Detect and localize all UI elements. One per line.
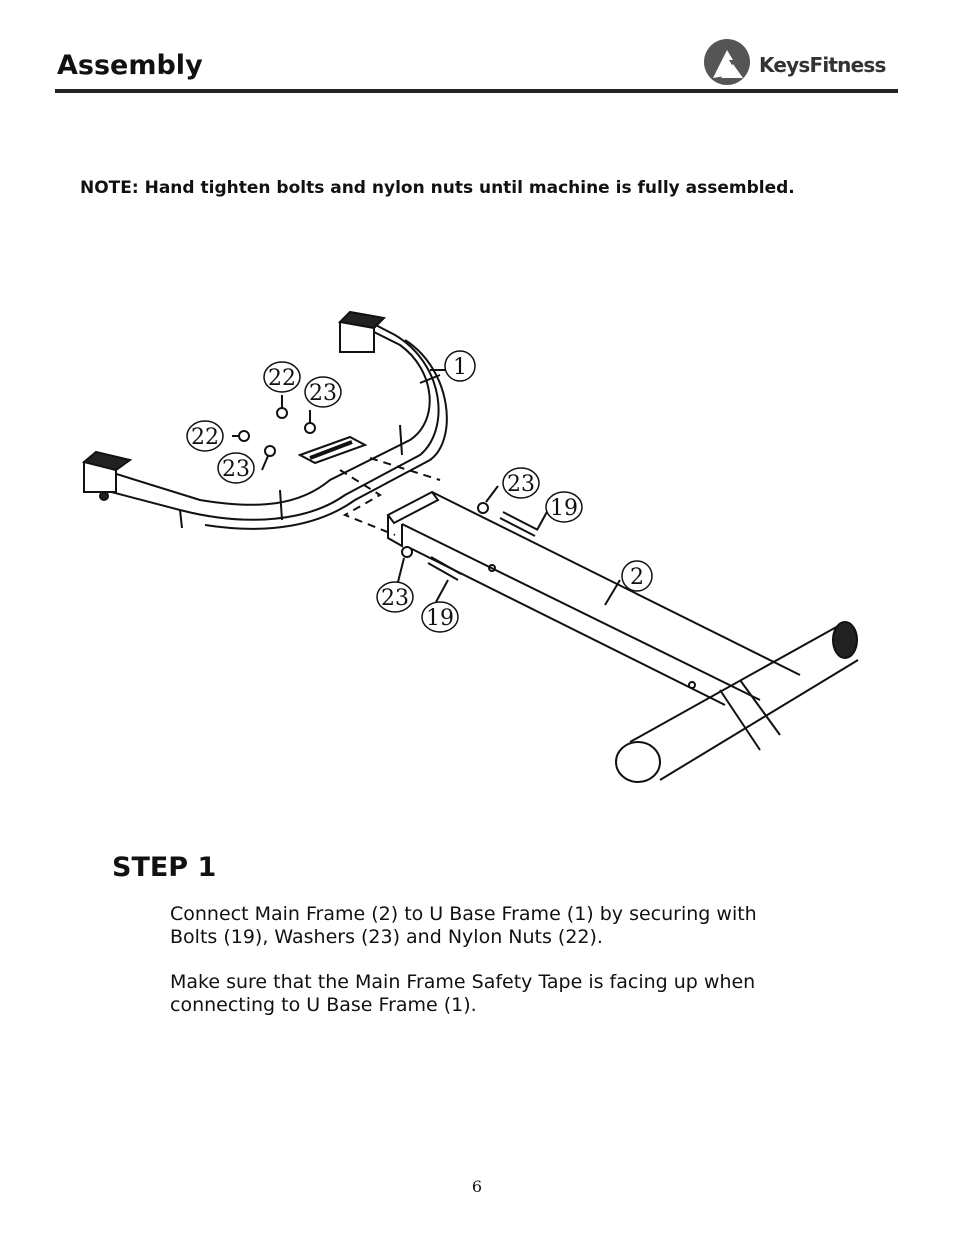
logo-mark-icon xyxy=(704,39,750,85)
step-title: STEP 1 xyxy=(112,852,217,883)
callout-label: 23 xyxy=(222,457,250,482)
callout-label: 22 xyxy=(268,366,296,391)
hardware-right xyxy=(397,369,621,606)
callout-label: 23 xyxy=(381,586,409,611)
page-title: Assembly xyxy=(57,50,203,81)
callout-label: 22 xyxy=(191,425,219,450)
logo-wordmark: KeysFitness xyxy=(759,53,886,77)
header-rule xyxy=(55,89,898,93)
logo-fitness-text: Fitness xyxy=(809,53,886,77)
callout-label: 23 xyxy=(507,472,535,497)
callout-label: 1 xyxy=(453,355,467,380)
u-base-frame xyxy=(81,310,448,530)
hardware-left xyxy=(232,395,316,471)
keysfitness-logo: KeysFitness xyxy=(703,38,903,88)
page-number: 6 xyxy=(471,1177,483,1196)
callout-label: 23 xyxy=(309,381,337,406)
main-frame xyxy=(386,490,859,783)
assembly-note: NOTE: Hand tighten bolts and nylon nuts … xyxy=(80,178,795,198)
callout-label: 2 xyxy=(630,565,644,590)
logo-keys-text: Keys xyxy=(759,53,810,77)
step-instruction: Make sure that the Main Frame Safety Tap… xyxy=(170,971,756,1016)
callout-label: 19 xyxy=(426,606,454,631)
callout-label: 19 xyxy=(550,496,578,521)
step-instruction: Connect Main Frame (2) to U Base Frame (… xyxy=(170,903,757,948)
assembly-diagram: 22 23 1 22 23 23 19 2 23 19 xyxy=(81,310,859,783)
